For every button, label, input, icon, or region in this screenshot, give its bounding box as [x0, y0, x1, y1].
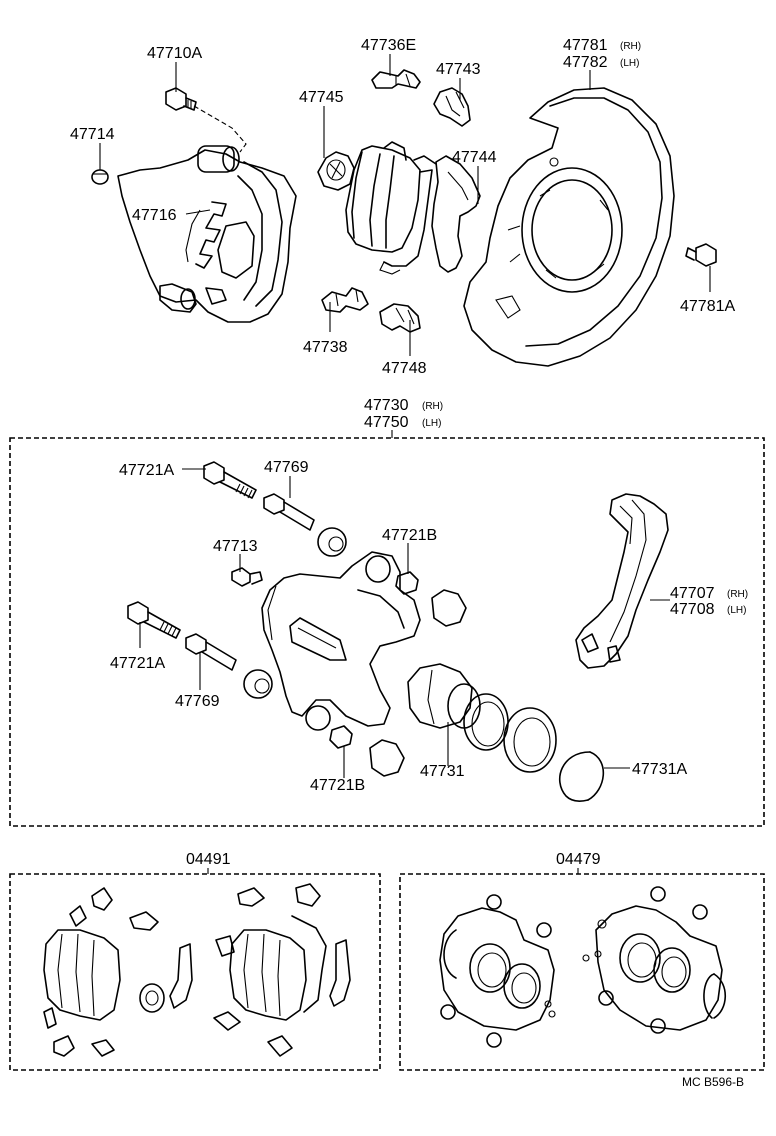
slide-pin-bolt-icon — [203, 461, 257, 499]
slide-pin-bolt-lower-icon — [127, 601, 181, 639]
callout-47731: 47731 — [420, 763, 465, 780]
callout-47731A: 47731A — [632, 761, 687, 778]
callout-47713: 47713 — [213, 538, 258, 555]
suffix-47708: (LH) — [727, 605, 746, 616]
callout-47743: 47743 — [436, 61, 481, 78]
pad-kit-clips-left-icon — [53, 887, 193, 1057]
suffix-47730: (RH) — [422, 401, 443, 412]
pin-boot-icon — [317, 527, 347, 557]
callout-47714: 47714 — [70, 126, 115, 143]
pin-boot-lower-icon — [243, 669, 273, 699]
callout-47721B-bot: 47721B — [310, 777, 365, 794]
support-clip-icon — [433, 87, 471, 127]
callout-47782: 47782 — [563, 54, 608, 71]
cylinder-kit-box — [399, 873, 765, 1071]
callout-47781: 47781 — [563, 37, 608, 54]
callout-47769-top: 47769 — [264, 459, 309, 476]
pad-kit-pads-left-icon — [43, 905, 121, 1029]
pad-clip-icon — [371, 69, 421, 89]
callout-47710A: 47710A — [147, 45, 202, 62]
callout-47769-bot: 47769 — [175, 693, 220, 710]
suffix-47782: (LH) — [620, 58, 639, 69]
callout-47716: 47716 — [132, 207, 177, 224]
dust-cover-bolt-icon — [685, 243, 717, 267]
callout-47748: 47748 — [382, 360, 427, 377]
bleeder-cap-icon — [91, 169, 109, 185]
mounting-bracket-icon — [575, 493, 669, 669]
wear-indicator-shim-icon — [317, 151, 355, 191]
suffix-47750: (LH) — [422, 418, 441, 429]
pad-kit-pads-right-icon — [215, 915, 351, 1021]
leader-47716 — [185, 209, 211, 215]
callout-47736E: 47736E — [361, 37, 416, 54]
caliper-assembly-box — [9, 437, 765, 827]
callout-04479: 04479 — [556, 851, 601, 868]
callout-47707: 47707 — [670, 585, 715, 602]
slide-pin-lower-icon — [185, 633, 237, 671]
cylinder-boot-lower-icon — [369, 739, 405, 777]
cylinder-kit-seals-right-icon — [582, 886, 727, 1034]
anti-squeal-shim-icon — [431, 155, 481, 273]
pad-guide-clip-icon — [379, 303, 421, 333]
callout-47721A-bot: 47721A — [110, 655, 165, 672]
pad-kit-clips-right-icon — [213, 883, 321, 1057]
bolt-icon — [165, 87, 197, 111]
guide-line-bolt — [193, 105, 247, 153]
pad-kit-box — [9, 873, 381, 1071]
suffix-47781: (RH) — [620, 41, 641, 52]
cylinder-body-icon — [261, 551, 421, 731]
anti-rattle-spring-icon — [185, 201, 227, 269]
cylinder-kit-seals-left-icon — [439, 894, 556, 1048]
callout-47744: 47744 — [452, 149, 497, 166]
dust-cover-icon — [463, 87, 675, 367]
callout-47738: 47738 — [303, 339, 348, 356]
brake-pad-icon — [345, 141, 437, 275]
callout-47730: 47730 — [364, 397, 409, 414]
cylinder-boot-icon — [431, 589, 467, 627]
bleeder-plug-icon — [231, 567, 263, 587]
callout-47721A-top: 47721A — [119, 462, 174, 479]
callout-47745: 47745 — [299, 89, 344, 106]
caliper-body-upper — [117, 145, 297, 323]
diagram-code: MC B596-B — [682, 1075, 744, 1089]
suffix-47707: (RH) — [727, 589, 748, 600]
set-ring-icon — [558, 751, 605, 802]
bushing-icon — [395, 571, 419, 595]
callout-47781A: 47781A — [680, 298, 735, 315]
bushing-lower-icon — [329, 725, 353, 749]
slide-pin-icon — [263, 493, 315, 531]
pad-support-clip-icon — [321, 287, 369, 313]
callout-47721B-top: 47721B — [382, 527, 437, 544]
piston-icon — [407, 663, 557, 773]
callout-47750: 47750 — [364, 414, 409, 431]
callout-47708: 47708 — [670, 601, 715, 618]
callout-04491: 04491 — [186, 851, 231, 868]
